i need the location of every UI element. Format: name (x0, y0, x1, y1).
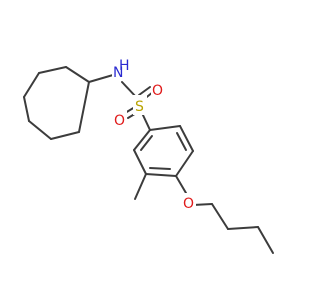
bond-ring7-2 (38, 66, 67, 74)
molecule-drawing: N H S O O O (23, 58, 274, 254)
bond-c1-c2 (211, 203, 229, 230)
atom-o-top-background (151, 80, 165, 100)
bond-ring7-4 (23, 96, 30, 122)
atom-n-label: N (113, 65, 123, 81)
atom-n-hydrogen: H (119, 58, 130, 74)
bond-c-o-ether (175, 175, 187, 194)
atom-s-background (133, 95, 147, 115)
atom-o-bottom-background (113, 110, 127, 130)
bond-benz-6 (133, 129, 151, 151)
bond-s-o-top-a (138, 86, 151, 96)
bond-benz-2 (179, 125, 194, 152)
bond-ring7-5 (28, 120, 52, 140)
bond-benz-1 (149, 125, 181, 131)
atom-o-bottom-label: O (114, 113, 125, 129)
atom-s-label: S (135, 99, 144, 115)
bond-benz-inner-2 (149, 167, 171, 170)
atom-labels: N H S O O O (112, 58, 196, 213)
atom-o-top-label: O (152, 83, 163, 99)
atom-n-background (112, 61, 126, 81)
bond-benz-inner-1 (176, 132, 187, 151)
bond-c3-c4 (257, 226, 274, 254)
bond-ring7-7 (78, 81, 90, 133)
structure-canvas: N H S O O O (23, 58, 274, 254)
bond-ring7-1 (65, 66, 90, 83)
bond-benz-4 (145, 173, 177, 177)
bond-benz-5 (133, 149, 147, 175)
bond-benz-3 (175, 150, 194, 177)
bond-methyl (134, 173, 147, 200)
bonds (23, 66, 274, 254)
bond-o-c1 (192, 203, 213, 206)
bond-s-c-ring (141, 112, 151, 131)
bond-ring7-3 (23, 72, 40, 98)
bond-c2-c3 (227, 226, 259, 230)
atom-o-ether-label: O (183, 196, 194, 212)
bond-c-n (88, 74, 114, 83)
bond-benz-inner-3 (140, 135, 153, 151)
atom-o-ether-background (182, 193, 196, 213)
bond-ring7-6 (50, 131, 80, 140)
